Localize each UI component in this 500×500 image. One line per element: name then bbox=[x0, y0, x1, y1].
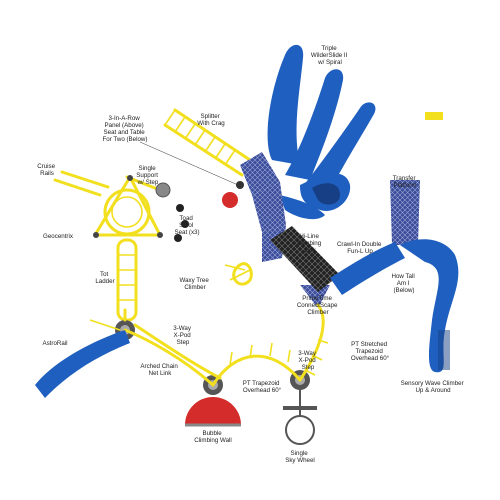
waxy-tree-climber bbox=[224, 262, 253, 286]
astrorail bbox=[35, 319, 130, 398]
label-triple-wilderslide: Triple WilderSlide II w/ Spiral bbox=[311, 45, 349, 66]
label-transfer-platform: Transfer Platform bbox=[393, 175, 418, 189]
geocentrix-structure bbox=[53, 170, 171, 238]
label-tot-ladder: Tot Ladder bbox=[95, 271, 114, 285]
label-arched-chain: Arched Chain Net Link bbox=[140, 363, 179, 377]
label-splitter: Splitter With Crag bbox=[197, 113, 225, 127]
label-bubble: Bubble Climbing Wall bbox=[194, 430, 232, 444]
legend-swatch bbox=[425, 112, 443, 120]
arched-chain-net-link bbox=[123, 323, 222, 387]
label-crawl-in: Crawl-In Double Fun-L Up bbox=[337, 241, 383, 255]
crawl-in-tube bbox=[330, 239, 459, 373]
label-toad-stool: Toad Stool Seat (x3) bbox=[174, 215, 199, 236]
tot-ladder bbox=[116, 238, 138, 322]
label-how-tall: How Tall Am I (Below) bbox=[391, 273, 416, 294]
label-cruise-rails: Cruise Rails bbox=[37, 163, 57, 177]
single-sky-wheel bbox=[283, 390, 317, 445]
triple-wilderslide bbox=[267, 44, 376, 220]
label-single-sky: Single Sky Wheel bbox=[285, 450, 315, 464]
pt-stretched-trapezoid bbox=[298, 303, 329, 382]
bubble-climbing-wall bbox=[185, 397, 241, 427]
pt-trapezoid-overhead bbox=[211, 342, 302, 387]
label-astrorail: AstroRail bbox=[42, 340, 67, 347]
splitter-with-crag bbox=[163, 108, 252, 177]
label-three-way-1: 3-Way X-Pod Step bbox=[173, 325, 192, 346]
label-single-support: Single Support w/ Step bbox=[136, 165, 159, 186]
central-deck-panels bbox=[240, 152, 420, 308]
label-hi-line: Hi-Line Climbing Link bbox=[297, 233, 323, 254]
label-waxy-tree: Waxy Tree Climber bbox=[179, 277, 210, 291]
label-pt-stretched: PT Stretched Trapezoid Overhead 60° bbox=[351, 341, 390, 362]
label-sensory-wave: Sensory Wave Climber Up & Around bbox=[401, 380, 466, 394]
label-three-way-2: 3-Way X-Pod Step bbox=[298, 350, 317, 371]
hi-line-climbing-link bbox=[270, 226, 340, 292]
label-three-in-a-row: 3-In-A-Row Panel (Above) Seat and Table … bbox=[103, 115, 148, 143]
label-geocentrix: Geocentrix bbox=[43, 233, 74, 240]
toad-stool-seats bbox=[174, 181, 244, 242]
label-primetime: PrimeTime ConnectScape Climber bbox=[297, 295, 339, 316]
label-pt-trapezoid: PT Trapezoid Overhead 60° bbox=[243, 380, 282, 394]
